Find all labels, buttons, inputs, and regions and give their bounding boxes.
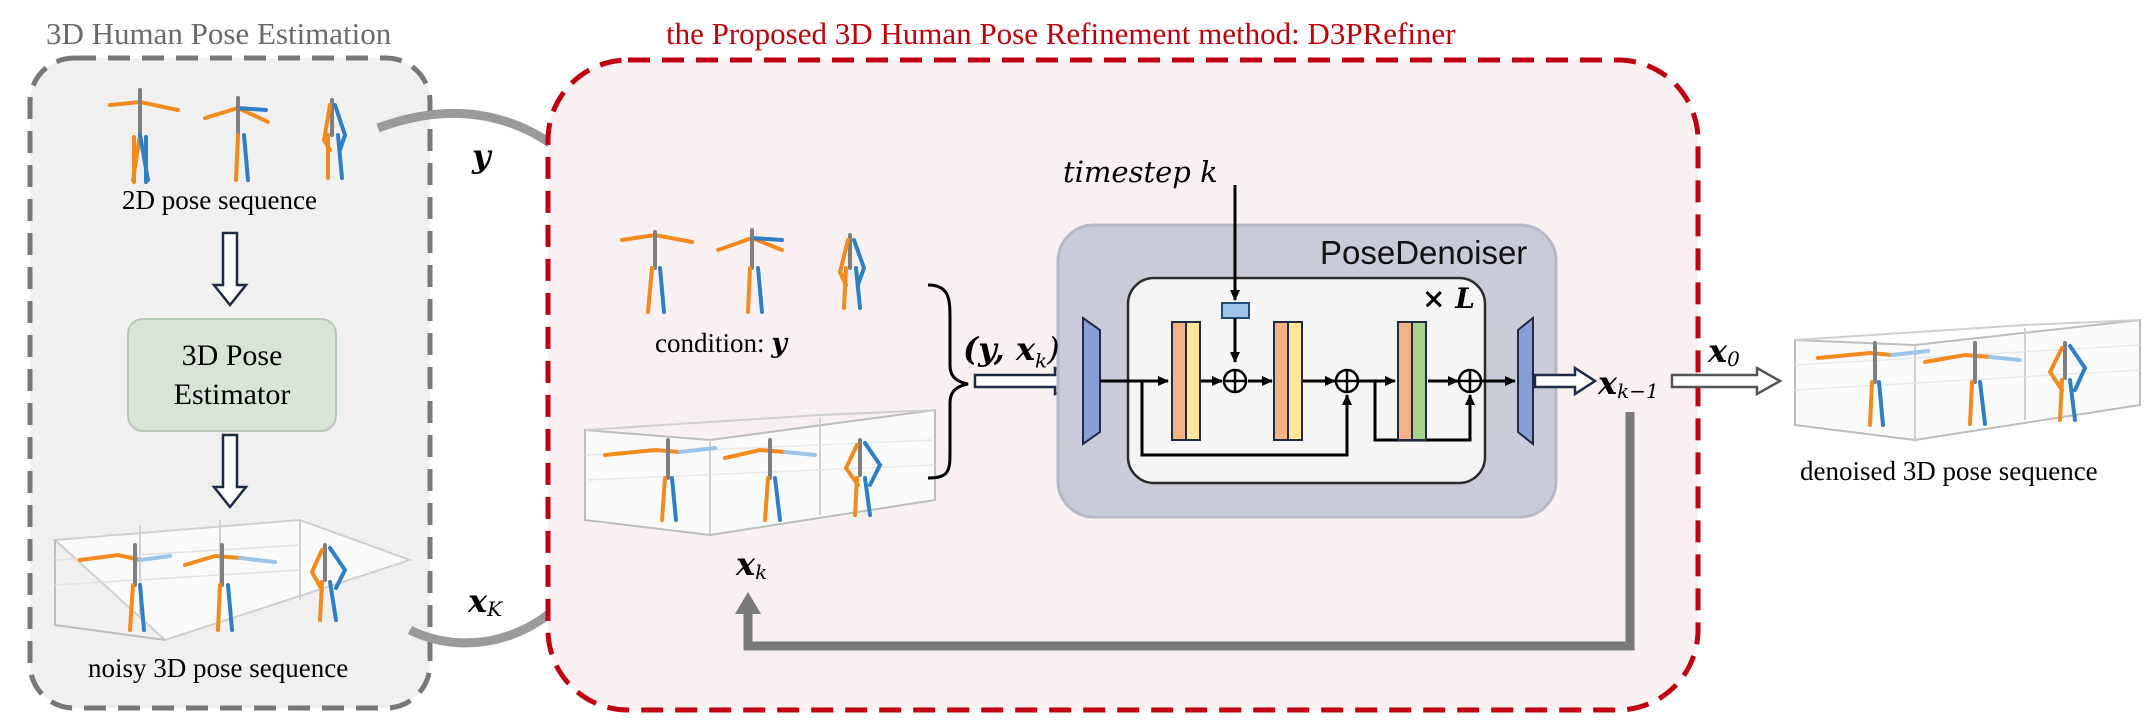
xK-label: xK	[468, 582, 503, 622]
xk-3d-sequence	[584, 408, 936, 537]
denoised-3d-sequence	[1794, 318, 2141, 442]
left-panel-title: 3D Human Pose Estimation	[46, 16, 392, 51]
pose-estimator-box: 3D Pose Estimator	[127, 318, 337, 432]
pair-label: (y, xk)	[963, 330, 1060, 373]
denoiser-block-1	[1171, 321, 1201, 441]
feedback-loop-arrow-head	[735, 592, 761, 614]
add-node-1	[1222, 368, 1248, 394]
left-2d-pose-figure-2	[203, 96, 270, 182]
add-node-2	[1334, 368, 1360, 394]
right-brace	[927, 283, 969, 480]
timestep-embed-block	[1221, 302, 1250, 319]
condition-pose-figure-1	[620, 230, 694, 314]
input-encoder-trapezoid	[1082, 316, 1101, 446]
caption-noisy-3d-sequence: noisy 3D pose sequence	[88, 653, 349, 683]
output-hollow-arrow	[1670, 365, 1783, 397]
denoiser-block-3	[1397, 321, 1427, 441]
repeat-label: × L	[1422, 282, 1475, 315]
left-down-arrow-2	[211, 433, 249, 510]
add-node-3	[1457, 368, 1483, 394]
caption-2d-pose-sequence: 2D pose sequence	[122, 185, 317, 215]
x0-label: x0	[1708, 332, 1740, 372]
right-panel-title: the Proposed 3D Human Pose Refinement me…	[666, 16, 1456, 51]
xk-label: xk	[736, 545, 768, 585]
y-label: y	[472, 137, 491, 175]
condition-label: condition: y	[655, 328, 787, 359]
feedback-loop-arrow	[743, 412, 1635, 651]
output-decoder-trapezoid	[1517, 315, 1534, 447]
condition-pose-figure-3	[837, 233, 867, 310]
left-down-arrow-1	[211, 231, 249, 308]
left-2d-pose-figure-3	[321, 98, 348, 180]
denoiser-to-output-arrow	[1533, 365, 1598, 397]
output-step-label: xk−1	[1598, 364, 1659, 404]
condition-pose-figure-2	[716, 228, 784, 314]
caption-denoised-3d-sequence: denoised 3D pose sequence	[1800, 456, 2098, 486]
left-2d-pose-figure-1	[108, 88, 180, 184]
timestep-label: timestep k	[1063, 155, 1218, 189]
left-noisy-3d-sequence	[52, 518, 414, 642]
pose-denoiser-label: PoseDenoiser	[1320, 234, 1528, 271]
denoiser-block-2	[1273, 321, 1303, 441]
